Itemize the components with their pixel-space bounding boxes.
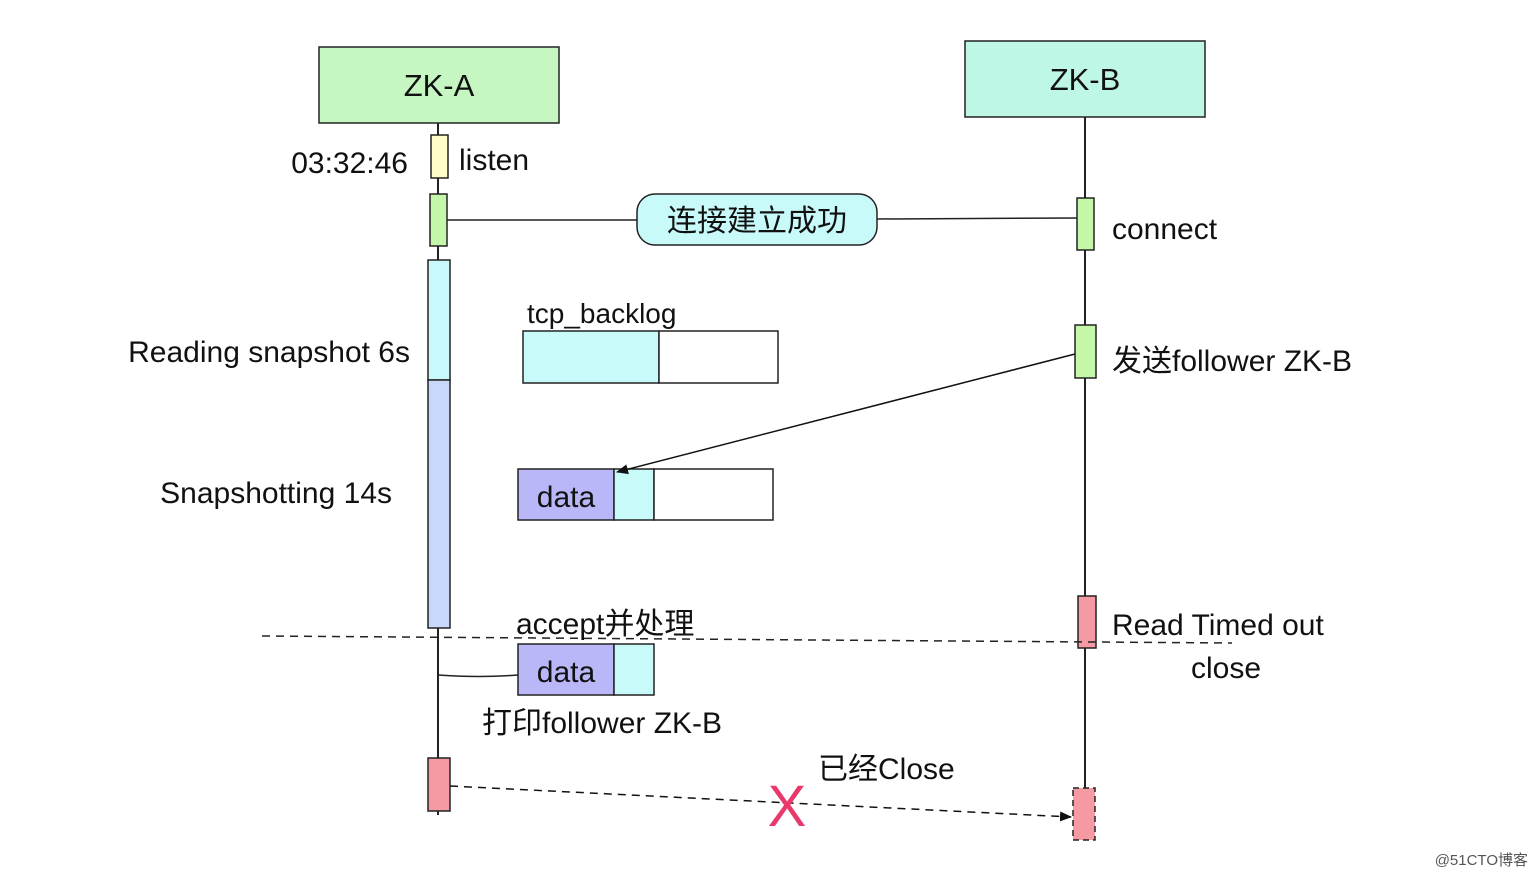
backlog-slot-empty <box>658 330 779 384</box>
send-follower-arrow <box>616 353 1076 475</box>
connection-established-pill <box>636 193 878 246</box>
activation-error-a <box>427 757 451 812</box>
watermark: @51CTO博客 <box>1435 852 1528 869</box>
activation-closed-b <box>1072 787 1096 841</box>
fail-mark-x: X <box>768 774 807 839</box>
print-follower-label: 打印follower ZK-B <box>482 707 722 740</box>
snapshotting-label: Snapshotting 14s <box>160 477 392 510</box>
queue-data-label: data <box>537 481 596 514</box>
activation-snapshotting <box>427 379 451 629</box>
connection-established-label: 连接建立成功 <box>667 205 847 238</box>
close-label: close <box>1191 652 1261 685</box>
failed-message-arrow <box>449 785 1072 822</box>
accepted-data-cell <box>517 643 615 696</box>
accepted-cyan-cell <box>613 643 655 696</box>
participant-zk-b-box <box>964 40 1206 118</box>
send-follower-label: 发送follower ZK-B <box>1112 345 1352 378</box>
queue-cyan-cell <box>613 468 655 521</box>
start-time-label: 03:32:46 <box>291 147 408 180</box>
participant-zk-a-box <box>318 46 560 124</box>
participant-zk-b-label: ZK-B <box>1050 62 1121 97</box>
activation-send-follower <box>1074 324 1097 379</box>
activation-connect-b <box>1076 197 1095 251</box>
listen-label: listen <box>459 144 529 177</box>
tcp-backlog-label: tcp_backlog <box>527 298 676 329</box>
queue-empty-cell <box>653 468 774 521</box>
already-closed-label: 已经Close <box>818 753 955 786</box>
participant-zk-a-label: ZK-A <box>404 68 475 103</box>
accept-process-label: accept并处理 <box>516 608 694 641</box>
activation-read-timeout <box>1077 595 1097 649</box>
read-timed-out-label: Read Timed out <box>1112 609 1324 642</box>
accepted-data-label: data <box>537 656 596 689</box>
activation-reading-snapshot <box>427 259 451 381</box>
activation-listen <box>430 134 449 179</box>
activation-connect-a <box>429 193 448 247</box>
reading-snapshot-label: Reading snapshot 6s <box>128 336 410 369</box>
accept-connector <box>437 674 519 678</box>
backlog-slot-filled <box>522 330 660 384</box>
participant-zk-a: ZK-A <box>318 46 560 124</box>
connect-label: connect <box>1112 213 1218 246</box>
participant-zk-b: ZK-B <box>964 40 1206 118</box>
timeout-separator-line <box>261 635 1233 644</box>
connection-line-right <box>876 217 1078 220</box>
